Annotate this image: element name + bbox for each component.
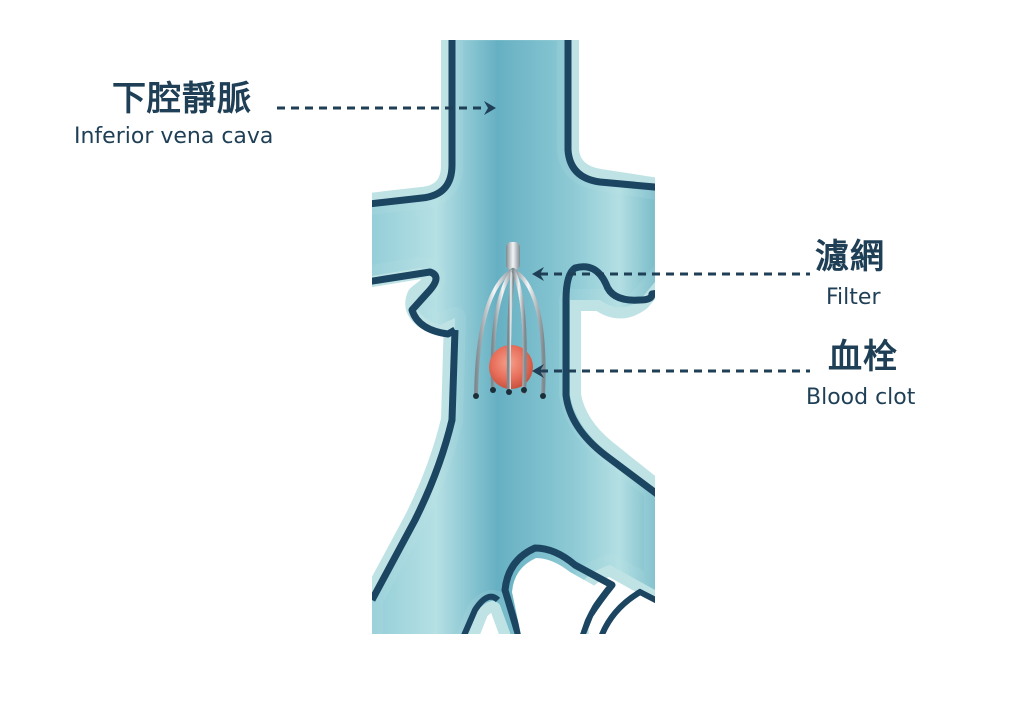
ivc-label-en: Inferior vena cava <box>74 124 274 149</box>
blood-clot <box>489 345 533 389</box>
clot-label-en: Blood clot <box>806 385 916 410</box>
filter-hub <box>506 242 520 270</box>
arrowhead-right-icon <box>484 101 496 115</box>
filter-label-zh: 濾網 <box>815 237 885 277</box>
filter-legs-front <box>506 269 527 393</box>
filter-device <box>473 242 546 399</box>
ivc-label-zh: 下腔靜脈 <box>112 79 252 119</box>
arrowhead-left-icon <box>532 267 544 281</box>
vein-body <box>372 40 655 634</box>
filter-label-en: Filter <box>826 285 881 310</box>
filter-leg-tips <box>473 387 546 399</box>
clot-label-zh: 血栓 <box>828 337 898 377</box>
arrowhead-left-icon <box>532 364 544 378</box>
